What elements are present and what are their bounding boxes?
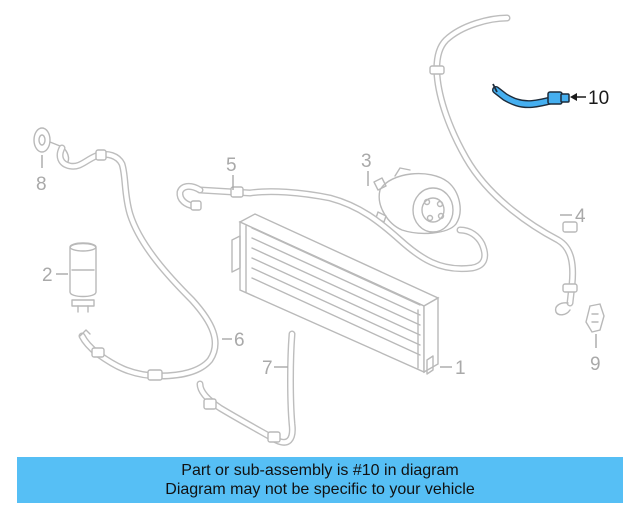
part-5-line: [176, 182, 489, 273]
part-2-drier: [69, 242, 97, 313]
svg-text:10: 10: [588, 88, 609, 109]
svg-text:7: 7: [262, 358, 273, 379]
callout-8: 8: [36, 155, 47, 195]
callout-3: 3: [361, 151, 372, 186]
part-6-line: [56, 144, 219, 381]
info-banner: Part or sub-assembly is #10 in diagram D…: [17, 457, 623, 503]
svg-text:9: 9: [590, 354, 601, 375]
callout-5: 5: [226, 155, 237, 190]
svg-text:3: 3: [361, 151, 372, 172]
svg-text:4: 4: [575, 206, 586, 227]
callout-4: 4: [560, 206, 586, 227]
svg-text:2: 2: [42, 265, 53, 286]
callout-10[interactable]: 10: [570, 88, 609, 109]
part-4-hose: [429, 14, 578, 316]
callout-6: 6: [222, 330, 245, 351]
part-9-bracket: [585, 303, 605, 333]
callout-1: 1: [440, 358, 466, 379]
part-1-condenser: [231, 213, 440, 375]
svg-text:5: 5: [226, 155, 237, 176]
callout-9: 9: [590, 334, 601, 375]
banner-line-1: Part or sub-assembly is #10 in diagram: [181, 462, 459, 479]
svg-text:8: 8: [36, 174, 47, 195]
svg-text:6: 6: [234, 330, 245, 351]
callout-7: 7: [262, 358, 288, 379]
callout-2: 2: [42, 265, 68, 286]
banner-line-2: Diagram may not be specific to your vehi…: [165, 481, 475, 498]
part-7-line: [196, 330, 296, 446]
part-10-hose-highlighted[interactable]: [492, 83, 570, 109]
svg-text:1: 1: [455, 358, 466, 379]
part-3-compressor: [373, 167, 461, 235]
